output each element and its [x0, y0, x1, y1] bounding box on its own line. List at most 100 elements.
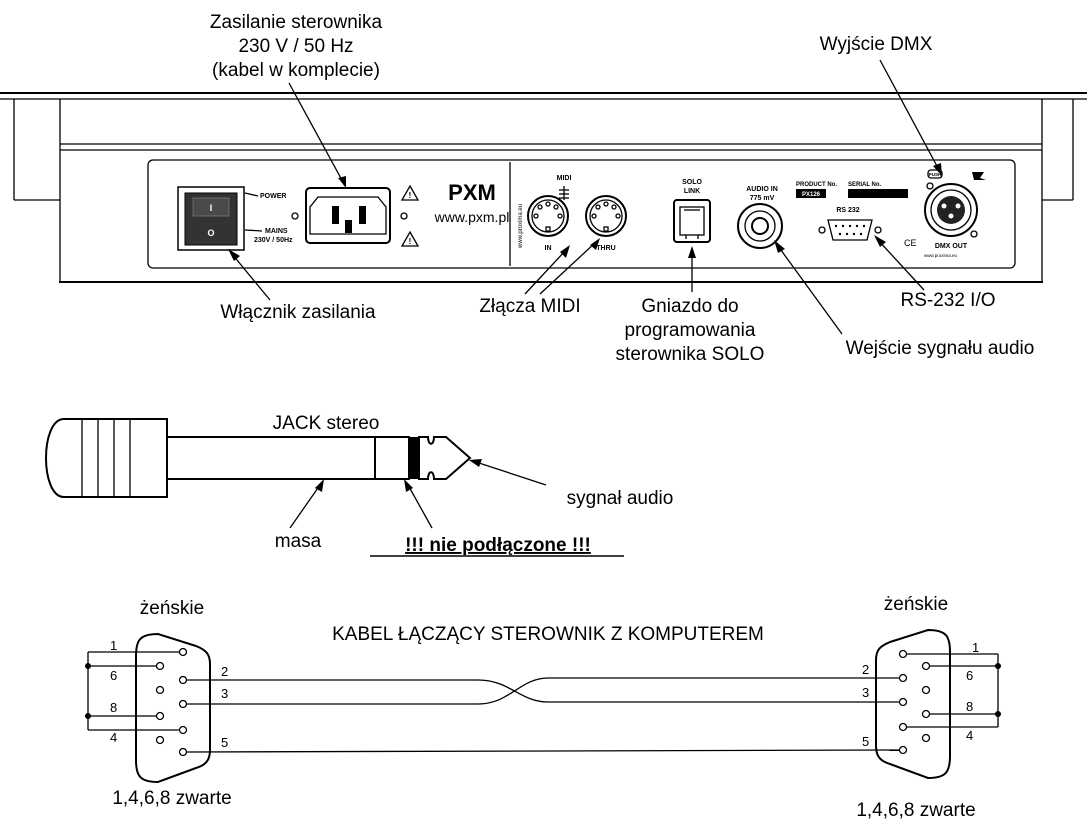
right-pin-4: 4: [966, 728, 973, 743]
warning-icon: !: [400, 184, 420, 201]
crossover-wire-2-3: [187, 679, 899, 703]
left-pin-6: 6: [110, 668, 117, 683]
arrow-not-connected: [404, 479, 433, 529]
left-pin-5: 5: [221, 735, 228, 750]
callout-solo-3: sterownika SOLO: [616, 344, 765, 365]
serial-value-box: [848, 189, 908, 198]
x-logo-icon: [972, 172, 986, 180]
ce-mark: CE: [904, 238, 917, 248]
callout-power-supply-1: Zasilanie sterownika: [210, 12, 383, 33]
serial-label: SERIAL No.: [848, 182, 882, 188]
cable-left-note: 1,4,6,8 zwarte: [112, 788, 231, 809]
right-pin-2: 2: [862, 662, 869, 677]
mains-label-1: MAINS: [265, 228, 288, 235]
push-label: PUSH: [929, 172, 942, 177]
left-pin-4: 4: [110, 730, 117, 745]
jack-signal-label: sygnał audio: [567, 488, 674, 509]
midi-label: MIDI: [557, 175, 572, 182]
arrow-solo: [688, 246, 696, 292]
power-label-leader: [244, 192, 259, 197]
power-label: POWER: [260, 193, 286, 200]
right-pin-1: 1: [972, 640, 979, 655]
audio-label-2: 775 mV: [750, 195, 775, 202]
svg-text:!: !: [409, 191, 412, 200]
callout-rs232: RS-232 I/O: [900, 290, 995, 311]
callout-midi: Złącza MIDI: [479, 296, 580, 317]
right-pin-5: 5: [862, 734, 869, 749]
power-switch: I O: [177, 186, 245, 251]
audio-label-1: AUDIO IN: [746, 186, 778, 193]
switch-on-label: I: [210, 203, 213, 213]
dmx-out-label: DMX OUT: [935, 243, 968, 250]
right-shorted-pins-wiring: [907, 653, 1001, 728]
left-pin-8: 8: [110, 700, 117, 715]
midi-in-connector: [527, 195, 569, 237]
audio-jack-socket: [737, 203, 783, 249]
arrow-ground: [289, 479, 324, 529]
iec-power-inlet: [305, 187, 391, 244]
brand-logo: PXM: [448, 180, 496, 205]
dmx-xlr-output: [924, 182, 978, 238]
arrow-midi-thru: [539, 238, 600, 295]
ground-wire-5-5: [186, 749, 900, 753]
db9-female-right: [875, 628, 951, 780]
callout-audio-input: Wejście sygnału audio: [846, 338, 1035, 359]
left-shorted-pins-wiring: [85, 651, 179, 731]
solo-link-socket: [673, 199, 711, 243]
cable-title: KABEL ŁĄCZĄCY STEROWNIK Z KOMPUTEREM: [332, 624, 764, 645]
cable-right-label: żeńskie: [884, 594, 948, 615]
svg-text:!: !: [409, 237, 412, 246]
screw-left: [291, 212, 299, 220]
arrow-signal: [469, 459, 547, 486]
arrow-dmx-output: [879, 59, 942, 176]
callout-power-supply-3: (kabel w komplecie): [212, 60, 380, 81]
callout-power-supply-2: 230 V / 50 Hz: [238, 36, 353, 57]
left-pin-2: 2: [221, 664, 228, 679]
right-pin-8: 8: [966, 699, 973, 714]
product-value-box: [796, 189, 826, 198]
side-url: www.proxima.eu: [518, 204, 524, 249]
arrow-midi-in: [524, 245, 570, 295]
push-button-outline: [927, 169, 943, 179]
rs232-db9-connector: [818, 219, 882, 241]
jack-plug: [45, 418, 472, 498]
callout-solo-2: programowania: [625, 320, 756, 341]
solo-label-2: LINK: [684, 188, 700, 195]
callout-power-switch: Włącznik zasilania: [220, 302, 376, 323]
rs232-panel-label: RS 232: [836, 207, 859, 214]
jack-ground-label: masa: [275, 531, 322, 552]
mains-label-2: 230V / 50Hz: [254, 237, 293, 244]
cable-right-note: 1,4,6,8 zwarte: [856, 800, 975, 821]
right-pin-3: 3: [862, 685, 869, 700]
arrow-power-supply: [288, 82, 346, 188]
left-pin-3: 3: [221, 686, 228, 701]
rear-panel: [147, 159, 1016, 269]
jack-not-connected-label: !!! nie podłączone !!!: [405, 535, 591, 556]
product-value: PX126: [802, 192, 821, 198]
db9-female-left: [135, 632, 211, 784]
jack-title: JACK stereo: [273, 413, 380, 434]
midi-thru-connector: [585, 195, 627, 237]
callout-dmx-output: Wyjście DMX: [820, 34, 933, 55]
crossover-wire-3-2: [187, 677, 899, 705]
warning-icon: !: [400, 230, 420, 247]
callout-solo-1: Gniazdo do: [641, 296, 738, 317]
midi-thru-label: THRU: [596, 245, 615, 252]
arrow-audio-input: [774, 240, 843, 335]
device-housing: [0, 92, 1087, 283]
website-text: www.pxm.pl: [434, 209, 510, 225]
bottom-url: www.proxima.eu: [924, 253, 958, 258]
mains-label-leader: [244, 229, 263, 232]
product-label: PRODUCT No.: [796, 182, 837, 188]
midi-in-label: IN: [545, 245, 552, 252]
right-pin-6: 6: [966, 668, 973, 683]
midi-icon: [559, 186, 569, 200]
arrow-power-switch: [228, 249, 271, 301]
arrow-rs232: [874, 235, 925, 291]
cable-left-label: żeńskie: [140, 598, 204, 619]
left-pin-1: 1: [110, 638, 117, 653]
switch-off-label: O: [207, 228, 214, 238]
screw-right: [400, 212, 408, 220]
solo-label-1: SOLO: [682, 179, 702, 186]
